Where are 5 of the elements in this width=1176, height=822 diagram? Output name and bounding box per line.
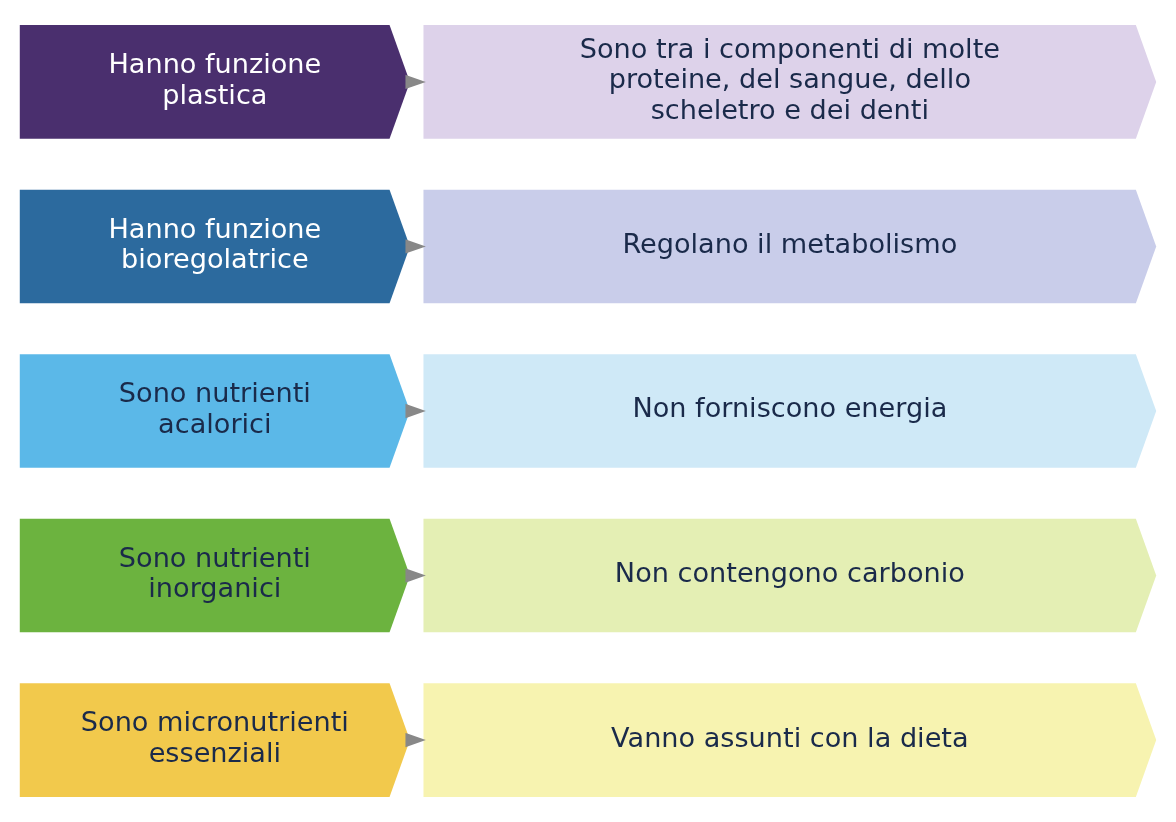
arrow xyxy=(405,239,426,254)
arrow xyxy=(405,74,426,90)
arrow xyxy=(405,732,426,748)
arrow xyxy=(405,403,426,419)
arrow xyxy=(405,568,426,583)
